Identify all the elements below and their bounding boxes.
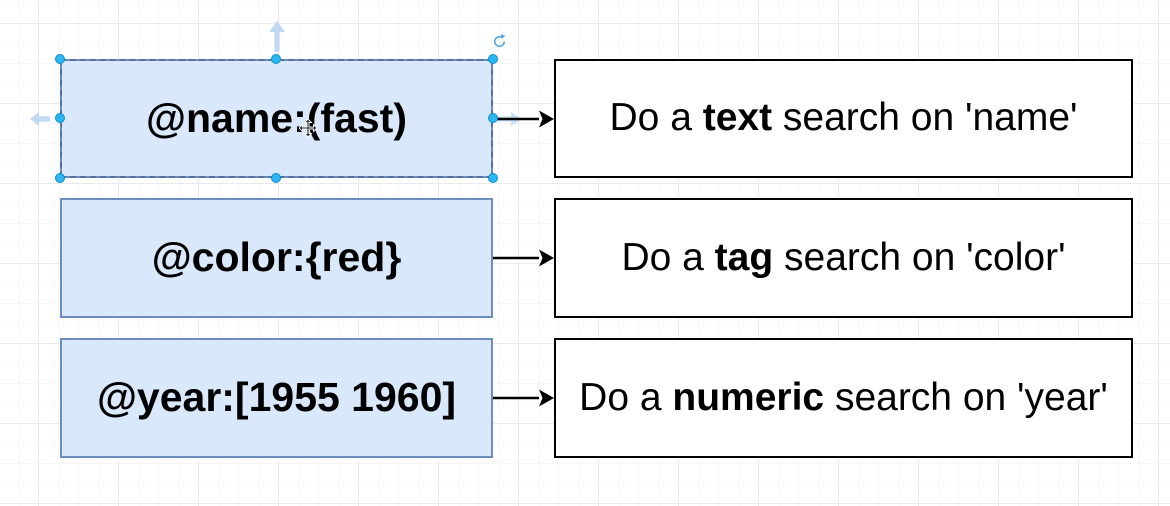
resize-handle-top-middle[interactable] <box>271 54 281 64</box>
query-box-color[interactable]: @color:{red} <box>60 198 493 318</box>
direction-left-icon[interactable] <box>30 112 50 126</box>
resize-handle-middle-left[interactable] <box>55 113 65 123</box>
connector-arrow-2[interactable] <box>491 245 555 271</box>
description-text: Do a numeric search on 'year' <box>579 375 1108 419</box>
resize-handle-middle-right[interactable] <box>488 113 498 123</box>
query-box-year-label: @year:[1955 1960] <box>96 374 457 421</box>
description-box-numeric-search[interactable]: Do a numeric search on 'year' <box>554 338 1133 458</box>
resize-handle-bottom-right[interactable] <box>488 173 498 183</box>
rotate-icon[interactable] <box>492 34 507 49</box>
query-box-year[interactable]: @year:[1955 1960] <box>60 338 493 458</box>
resize-handle-bottom-middle[interactable] <box>271 173 281 183</box>
description-text: Do a tag search on 'color' <box>621 235 1066 279</box>
connector-arrow-3[interactable] <box>491 385 555 411</box>
selection-outline <box>60 59 493 178</box>
resize-handle-bottom-left[interactable] <box>55 173 65 183</box>
connector-arrow-1[interactable] <box>491 106 555 132</box>
description-text: Do a text search on 'name' <box>609 96 1078 140</box>
move-cursor-icon <box>299 119 317 137</box>
query-box-name-label: @name:(fast) <box>146 94 407 141</box>
description-box-text-search[interactable]: Do a text search on 'name' <box>554 59 1133 178</box>
query-box-name[interactable]: @name:(fast) <box>60 59 493 178</box>
query-box-color-label: @color:{red} <box>151 234 402 281</box>
direction-up-icon[interactable] <box>269 21 285 52</box>
resize-handle-top-left[interactable] <box>55 54 65 64</box>
resize-handle-top-right[interactable] <box>488 54 498 64</box>
description-box-tag-search[interactable]: Do a tag search on 'color' <box>554 198 1133 318</box>
